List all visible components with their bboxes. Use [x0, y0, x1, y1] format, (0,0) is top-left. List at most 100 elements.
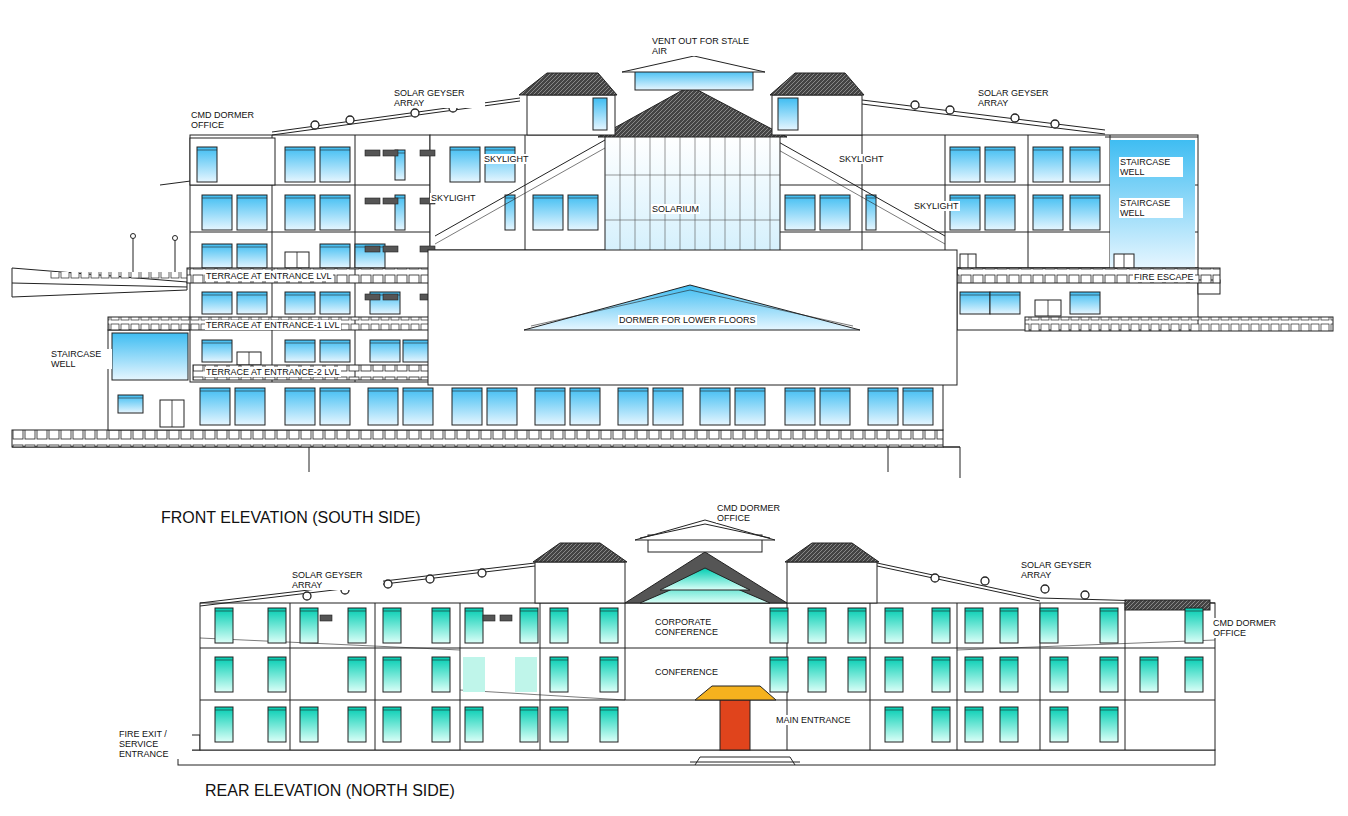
vent-grille [383, 150, 398, 156]
window [785, 195, 815, 230]
drawing-label: SOLAR GEYSER ARRAY [291, 570, 383, 590]
solar-geyser [911, 101, 919, 109]
window [432, 707, 450, 742]
window-sill [1050, 710, 1068, 711]
door [960, 254, 976, 268]
window [452, 388, 482, 425]
drawing-label: CMD DORMER OFFICE [1212, 618, 1294, 638]
window-sill [452, 391, 482, 392]
drawing-label: SOLARIUM [651, 204, 700, 214]
vent-grille [365, 150, 380, 156]
window-sill [300, 611, 318, 612]
window-sill [600, 710, 618, 711]
window-sill [450, 150, 480, 151]
window-sill [535, 391, 565, 392]
window [1050, 707, 1068, 742]
window [848, 657, 866, 692]
window-sill [820, 391, 850, 392]
window-sill [1185, 611, 1203, 612]
window-sill [237, 295, 267, 296]
window [383, 707, 401, 742]
window-sill [520, 710, 538, 711]
window [932, 608, 950, 643]
window-sill [990, 295, 1020, 296]
vent-grille [320, 615, 332, 621]
vent-grille [383, 246, 398, 252]
window [202, 195, 232, 230]
window-sill [118, 398, 143, 399]
window-sill [200, 391, 230, 392]
drawing-label: SOLAR GEYSER ARRAY [393, 88, 485, 108]
drawing-label: STAIRCASE WELL [50, 349, 112, 369]
window-sill [320, 343, 350, 344]
window [320, 388, 350, 425]
drawing-label: CORPORATE CONFERENCE [654, 617, 746, 637]
drawing-label: SOLAR GEYSER ARRAY [977, 88, 1069, 108]
window-sill [268, 660, 286, 661]
window-sill [1000, 611, 1018, 612]
drawing-label: FIRE ESCAPE [1133, 272, 1195, 282]
window [770, 657, 788, 692]
drawing-label: CMD DORMER OFFICE [190, 110, 272, 130]
window [1100, 707, 1118, 742]
solar-geyser [1081, 591, 1089, 599]
door [285, 252, 309, 268]
window [965, 707, 983, 742]
view-title: FRONT ELEVATION (SOUTH SIDE) [160, 509, 422, 526]
window-sill [848, 660, 866, 661]
solar-geyser [981, 577, 989, 585]
window [1033, 147, 1063, 182]
window [285, 147, 315, 182]
window-sill [202, 295, 232, 296]
window-sill [202, 198, 232, 199]
window [1000, 608, 1018, 643]
window-sill [348, 660, 366, 661]
window [700, 388, 730, 425]
window [237, 195, 267, 230]
window [432, 657, 450, 692]
window-sill [202, 343, 232, 344]
window [535, 388, 565, 425]
door-leaf [297, 252, 298, 268]
window [355, 244, 385, 268]
window-sill [1040, 611, 1058, 612]
drawing-label: MAIN ENTRANCE [775, 715, 852, 725]
vent-grille [365, 294, 380, 300]
drawing-label: TERRACE AT ENTRANCE-1 LVL [205, 320, 341, 330]
window [550, 608, 568, 643]
window [1140, 657, 1158, 692]
window [770, 608, 788, 643]
drawing-label: STAIRCASE WELL [1119, 157, 1183, 177]
window [520, 707, 538, 742]
window-sill [215, 660, 233, 661]
window [618, 388, 648, 425]
window-sill [570, 391, 600, 392]
window-sill [785, 198, 815, 199]
window [533, 195, 563, 230]
window-sill [1000, 710, 1018, 711]
window [1070, 195, 1100, 230]
window-sill [432, 611, 450, 612]
window-sill [550, 660, 568, 661]
window-sill [268, 710, 286, 711]
window-sill [1000, 660, 1018, 661]
window-sill [403, 391, 433, 392]
window [1070, 292, 1100, 314]
window [932, 707, 950, 742]
window [985, 195, 1015, 230]
vent-grille [383, 198, 398, 204]
window-sill [932, 660, 950, 661]
window-sill [197, 150, 217, 151]
window-sill [600, 660, 618, 661]
drawing-label: DORMER FOR LOWER FLOORS [618, 315, 757, 325]
vent-grille [365, 198, 380, 204]
glazed-panel [463, 657, 485, 692]
drawing-label: SKYLIGHT [913, 201, 960, 211]
window-sill [568, 198, 598, 199]
drawing-label: SKYLIGHT [483, 154, 530, 164]
window-sill [1033, 198, 1063, 199]
window-sill [215, 611, 233, 612]
window [215, 707, 233, 742]
vent-grille [500, 615, 512, 621]
drawing-label: CONFERENCE [654, 667, 719, 677]
